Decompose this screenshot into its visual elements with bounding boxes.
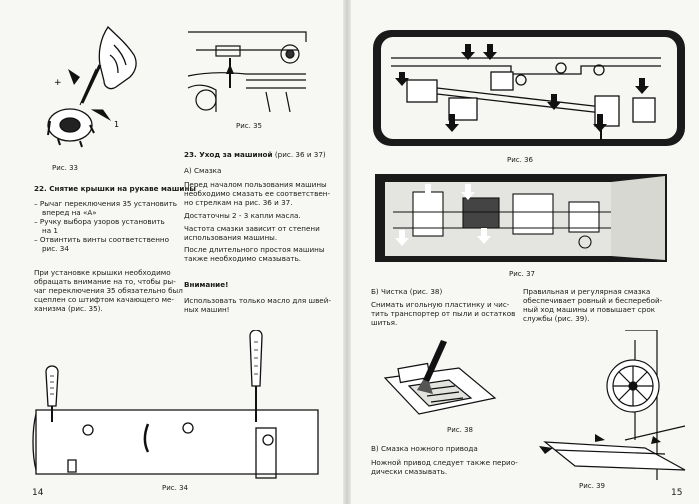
figure-35-caption: Рис. 35: [236, 122, 262, 130]
step-line: – Ручку выбора узоров установить: [34, 217, 165, 226]
figure-34-illustration: [32, 330, 319, 479]
paragraph-line: чаг переключения 35 обязательно был: [34, 286, 183, 295]
figure-39-caption: Рис. 39: [579, 482, 605, 490]
figure-37-illustration: [375, 174, 667, 262]
paragraph-line: Ножной привод следует также перио-: [371, 458, 518, 467]
figure-38-caption: Рис. 38: [447, 426, 473, 434]
section-22-heading: 22. Снятие крышки на рукаве машины: [34, 184, 196, 193]
paragraph-line: Частота смазки зависит от степени: [184, 224, 320, 233]
paragraph-line: Перед началом пользования машины: [184, 180, 327, 189]
section-23-title: 23. Уход за машиной: [184, 150, 273, 159]
paragraph-line: Правильная и регулярная смазка: [523, 287, 651, 296]
step-line: на 1: [42, 226, 58, 235]
left-page: + 1 Рис. 33 Рис. 35 22. Снятие крыш: [0, 0, 346, 504]
section-23-para3: Частота смазки зависит от степени исполь…: [184, 224, 320, 242]
section-22-steps: – Рычаг переключения 35 установить впере…: [34, 199, 177, 253]
paragraph-line: сцеплен со штифтом качающего ме-: [34, 295, 175, 304]
paragraph-line: шитья.: [371, 318, 398, 327]
section-23-para1: Перед началом пользования машины необход…: [184, 180, 330, 207]
paragraph-line: использования машины.: [184, 233, 278, 242]
section-23-para5: Использовать только масло для швей- ных …: [184, 296, 331, 314]
book-gutter: [343, 0, 351, 504]
step-line: – Рычаг переключения 35 установить: [34, 199, 177, 208]
paragraph-line: обеспечивает ровный и бесперебой-: [523, 296, 663, 305]
subsection-c-paragraph: Ножной привод следует также перио- дичес…: [371, 458, 518, 476]
figure-33-illustration: + 1: [47, 25, 137, 148]
paragraph-line: тить транспортер от пыли и остатков: [371, 309, 516, 318]
paragraph-line: При установке крышки необходимо: [34, 268, 171, 277]
section-23-para2: Достаточны 2 - 3 капли масла.: [184, 211, 301, 220]
figure-39-illustration: [539, 330, 686, 480]
subsection-a-title: А) Смазка: [184, 166, 222, 175]
subsection-c-title: В) Смазка ножного привода: [371, 444, 478, 453]
figure-35-illustration: [187, 31, 307, 113]
paragraph-line: дически смазывать.: [371, 467, 448, 476]
figure-37-caption: Рис. 37: [509, 270, 535, 278]
figure-38-illustration: [383, 340, 497, 415]
paragraph-line: службы (рис. 39).: [523, 314, 590, 323]
svg-text:1: 1: [114, 120, 119, 129]
section-23-heading: 23. Уход за машиной (рис. 36 и 37): [184, 150, 326, 159]
section-22-paragraph: При установке крышки необходимо обращать…: [34, 268, 183, 313]
attention-heading: Внимание!: [184, 280, 229, 289]
right-page: Рис. 36 Рис. 37 Б) Чистка (рис.: [349, 0, 699, 504]
paragraph-line: ных машин!: [184, 305, 230, 314]
section-23-ref: (рис. 36 и 37): [274, 150, 326, 159]
paragraph-line: ханизма (рис. 35).: [34, 304, 103, 313]
paragraph-line: но стрелкам на рис. 36 и 37.: [184, 198, 293, 207]
figure-36-illustration: [373, 30, 685, 146]
step-line: – Отвинтить винты соответственно: [34, 235, 170, 244]
subsection-b-title: Б) Чистка (рис. 38): [371, 287, 443, 296]
section-23-para4: После длительного простоя машины также н…: [184, 245, 325, 263]
page-number-right: 15: [671, 488, 683, 498]
step-line: рис. 34: [42, 244, 69, 253]
paragraph-line: После длительного простоя машины: [184, 245, 325, 254]
figure-33-caption: Рис. 33: [52, 164, 78, 172]
paragraph-line: также необходимо смазывать.: [184, 254, 302, 263]
figure-34-caption: Рис. 34: [162, 484, 188, 492]
paragraph-line: Снимать игольную пластинку и чис-: [371, 300, 510, 309]
svg-text:+: +: [54, 78, 62, 88]
subsection-b-paragraph: Снимать игольную пластинку и чис- тить т…: [371, 300, 515, 327]
paragraph-line: ный ход машины и повышает срок: [523, 305, 656, 314]
paragraph-line: Использовать только масло для швей-: [184, 296, 331, 305]
step-line: вперед на «А»: [42, 208, 97, 217]
page-number-left: 14: [32, 488, 44, 498]
figure-36-caption: Рис. 36: [507, 156, 533, 164]
lubrication-paragraph: Правильная и регулярная смазка обеспечив…: [523, 287, 662, 323]
paragraph-line: обращать внимание на то, чтобы ры-: [34, 277, 176, 286]
paragraph-line: необходимо смазать ее соответствен-: [184, 189, 331, 198]
